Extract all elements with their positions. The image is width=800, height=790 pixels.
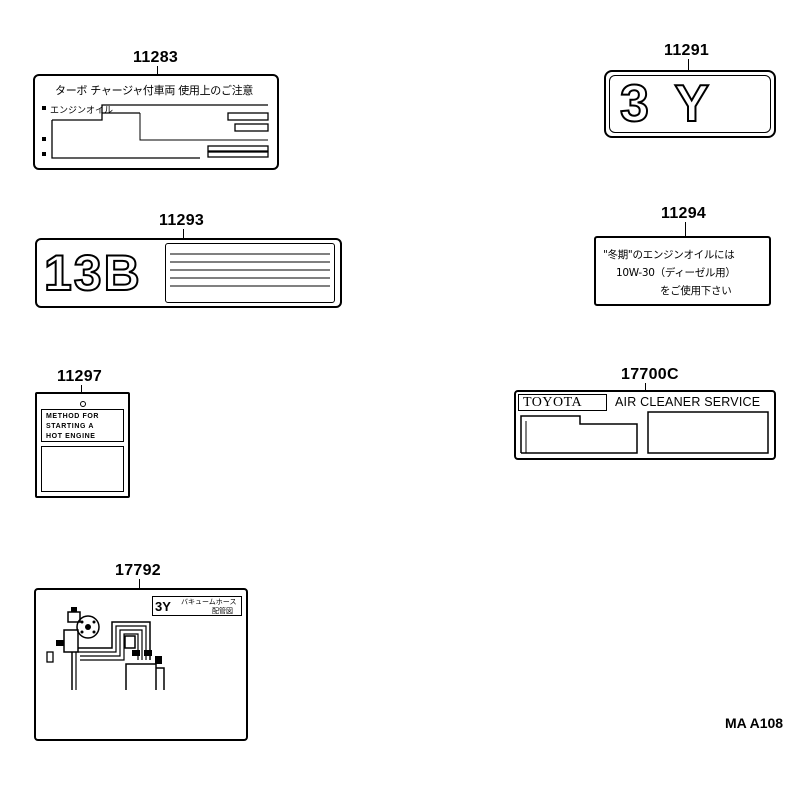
label-11294-line2: 10W-30（ディーゼル用）	[616, 267, 736, 279]
label-frame	[604, 70, 776, 138]
hole-icon	[80, 401, 86, 407]
label-11297-body-box	[41, 446, 124, 492]
engine-code-13b: 13B	[43, 245, 142, 301]
toyota-logo-box	[518, 394, 607, 411]
leader-line	[139, 579, 140, 588]
label-11283-title: ターボ チャージャ付車両 使用上のご注意	[55, 84, 254, 97]
engine-code-3y: 3 Y	[619, 75, 716, 133]
label-17792-title-box	[152, 596, 242, 616]
toyota-logo-text: TOYOTA	[523, 395, 583, 410]
label-11297-line2: STARTING A	[46, 423, 94, 430]
label-11297-line1: METHOD FOR	[46, 413, 100, 420]
label-17792-title1: バキュームホース	[181, 598, 237, 606]
leader-line	[183, 229, 184, 239]
label-11293-text-area	[165, 243, 335, 303]
part-number-11283: 11283	[133, 49, 179, 66]
label-11297-header-box	[41, 409, 124, 442]
part-number-17792: 17792	[115, 562, 161, 579]
label-frame	[594, 236, 771, 306]
label-frame	[35, 392, 130, 498]
leader-line	[645, 383, 646, 391]
label-frame	[35, 238, 342, 308]
label-frame-inner	[609, 75, 771, 133]
part-number-11294: 11294	[661, 205, 707, 222]
part-number-11293: 11293	[159, 212, 205, 229]
label-frame	[34, 588, 248, 741]
leader-line	[688, 59, 689, 70]
label-11297-line3: HOT ENGINE	[46, 433, 96, 440]
label-17792-engine: 3Y	[155, 599, 171, 614]
label-17700c-title: AIR CLEANER SERVICE	[615, 395, 761, 409]
label-11283-line1: エンジンオイル	[50, 106, 114, 116]
part-number-17700c: 17700C	[621, 366, 679, 383]
label-11294-line1: "冬期"のエンジンオイルには	[603, 249, 735, 261]
label-frame	[514, 390, 776, 460]
part-number-11297: 11297	[57, 368, 103, 385]
part-number-11291: 11291	[664, 42, 710, 59]
label-frame	[33, 74, 279, 170]
label-11294-line3: をご使用下さい	[660, 285, 732, 297]
leader-line	[81, 385, 82, 392]
label-17792-title2: 配管図	[212, 607, 233, 615]
leader-line	[685, 222, 686, 236]
leader-line	[157, 66, 158, 75]
reference-code: MA A108	[725, 715, 784, 731]
